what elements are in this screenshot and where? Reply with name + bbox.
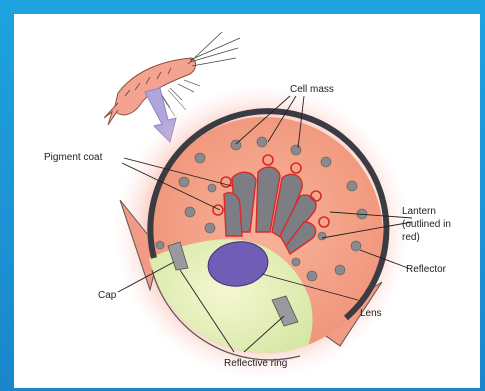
label-lantern: Lantern [402, 206, 436, 217]
label-lantern-note-1: (outlined in [402, 219, 451, 230]
label-lantern-note-2: red) [402, 232, 420, 243]
label-reflective-ring: Reflective ring [224, 358, 287, 369]
label-lens: Lens [360, 308, 382, 319]
label-cap: Cap [98, 290, 117, 301]
label-reflector: Reflector [406, 264, 447, 275]
label-pigment-coat: Pigment coat [44, 152, 103, 163]
label-cell-mass: Cell mass [290, 84, 334, 95]
